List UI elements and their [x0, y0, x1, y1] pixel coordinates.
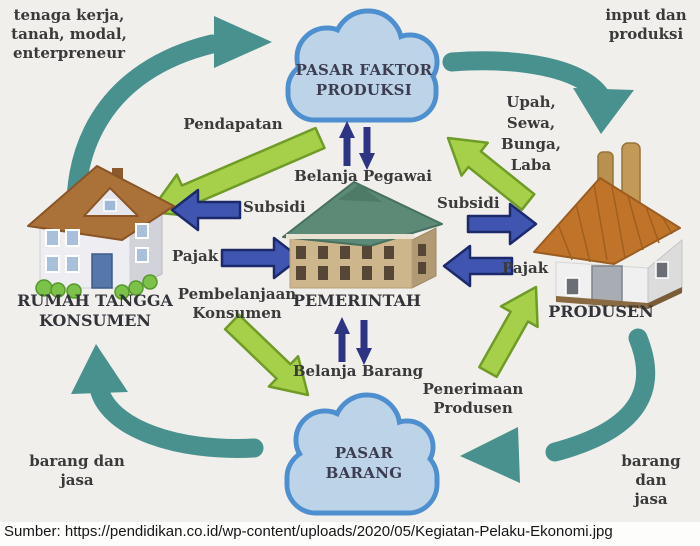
- producer-factory-icon: [533, 142, 683, 309]
- arrow-down-government-to-goods-market: [356, 320, 372, 365]
- arrow-down-factor-market-to-government: [359, 127, 375, 170]
- label-corner-top-right: input dan produksi: [605, 6, 687, 43]
- label-penerimaan-produsen: Penerimaan Produsen: [422, 380, 524, 417]
- arrow-factor-market-to-producer: [442, 51, 634, 134]
- label-corner-top-left: tenaga kerja, tanah, modal, enterpreneur: [11, 6, 127, 62]
- arrow-pajak-producer-to-government: [442, 244, 514, 288]
- label-cloud-factor-market: PASAR FAKTOR PRODUKSI: [295, 61, 433, 99]
- arrow-up-goods-market-to-government: [334, 317, 350, 362]
- label-cloud-goods-market: PASAR BARANG: [325, 444, 403, 482]
- government-building-icon: [282, 181, 443, 289]
- arrow-goods-market-to-household: [71, 344, 264, 458]
- arrow-producer-to-goods-market: [460, 328, 656, 483]
- label-upah-sewa-bunga-laba: Upah, Sewa, Bunga, Laba: [501, 93, 561, 174]
- label-household: RUMAH TANGGA KONSUMEN: [17, 291, 173, 330]
- goods-market-cloud: [284, 392, 440, 516]
- source-caption: Sumber: https://pendidikan.co.id/wp-cont…: [4, 523, 613, 540]
- label-government: PEMERINTAH: [292, 291, 422, 310]
- household-house-icon: [27, 165, 175, 300]
- factor-market-cloud: [285, 8, 440, 123]
- label-producer: PRODUSEN: [548, 302, 654, 321]
- label-pendapatan: Pendapatan: [183, 115, 283, 133]
- label-subsidi-right: Subsidi: [437, 194, 500, 212]
- arrow-pembelanjaan-konsumen: [223, 313, 310, 397]
- arrow-pajak-household-to-government: [220, 236, 302, 280]
- arrow-upah-sewa-bunga-laba: [446, 136, 536, 212]
- label-belanja-barang: Belanja Barang: [292, 362, 424, 380]
- arrow-up-government-to-factor-market: [339, 121, 355, 166]
- label-corner-bottom-right: barang dan jasa: [621, 452, 681, 508]
- label-subsidi-left: Subsidi: [243, 198, 306, 216]
- diagram-canvas: [27, 8, 683, 516]
- label-belanja-pegawai: Belanja Pegawai: [294, 167, 432, 185]
- label-pajak-right: Pajak: [502, 259, 549, 277]
- label-corner-bottom-left: barang dan jasa: [29, 452, 125, 489]
- arrow-subsidi-to-household: [170, 188, 242, 232]
- arrow-subsidi-to-producer: [466, 202, 538, 246]
- label-pajak-left: Pajak: [172, 247, 219, 265]
- label-pembelanjaan-konsumen: Pembelanjaan Konsumen: [177, 285, 297, 322]
- arrow-penerimaan-produsen: [478, 285, 539, 379]
